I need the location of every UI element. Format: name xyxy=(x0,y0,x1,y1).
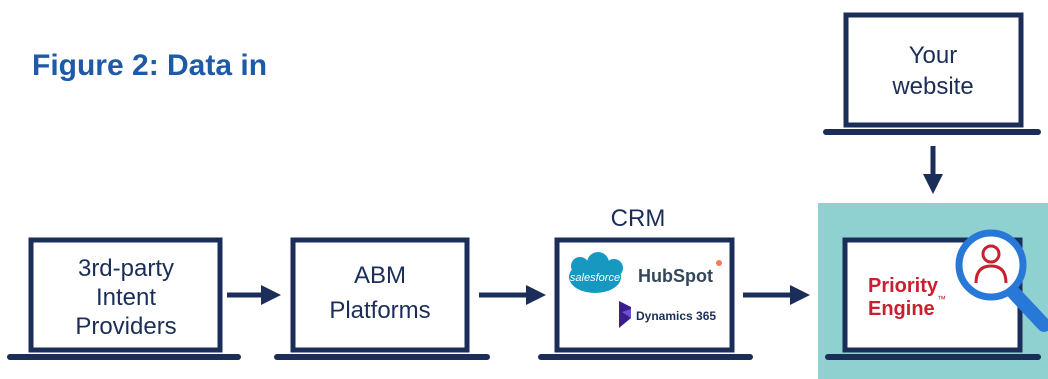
priority-engine-node: Priority Engine ™ xyxy=(818,203,1048,379)
person-magnifier-icon xyxy=(955,229,1048,332)
laptop-screen xyxy=(290,237,470,353)
intent-label-line1: 3rd-party xyxy=(78,255,174,282)
dynamics-icon xyxy=(619,301,631,328)
figure-title: Figure 2: Data in xyxy=(32,49,267,82)
priority-engine-trademark: ™ xyxy=(937,294,946,304)
salesforce-logo: salesforce xyxy=(569,252,623,293)
laptop-screen xyxy=(843,12,1024,128)
person-head xyxy=(981,244,1001,264)
salesforce-logo-text: salesforce xyxy=(570,272,620,284)
priority-engine-line1: Priority xyxy=(868,275,939,297)
hubspot-logo: HubSpot xyxy=(638,260,722,286)
person-body xyxy=(974,264,1008,284)
website-label-line2: website xyxy=(891,73,973,100)
crm-label: CRM xyxy=(611,205,666,232)
laptop-screen xyxy=(554,237,735,353)
intent-label-line2: Intent xyxy=(96,284,156,311)
hubspot-sprocket-dot xyxy=(716,260,722,266)
magnifier-handle xyxy=(1007,286,1048,332)
website-label-line1: Your xyxy=(909,42,958,69)
hubspot-logo-text: HubSpot xyxy=(638,266,713,286)
intent-providers-laptop: 3rd-party Intent Providers xyxy=(7,237,241,360)
priority-engine-line2: Engine xyxy=(868,298,935,320)
abm-label-line2: Platforms xyxy=(329,297,430,324)
dynamics-logo-text: Dynamics 365 xyxy=(636,309,716,323)
laptop-screen xyxy=(28,237,223,353)
website-laptop: Your website xyxy=(823,12,1041,135)
intent-label-line3: Providers xyxy=(75,313,176,340)
abm-label-line1: ABM xyxy=(354,262,406,289)
dynamics-365-logo: Dynamics 365 xyxy=(619,301,716,328)
crm-laptop: CRM salesforce HubSpot Dynamics 365 xyxy=(538,205,753,360)
abm-platforms-laptop: ABM Platforms xyxy=(274,237,490,360)
